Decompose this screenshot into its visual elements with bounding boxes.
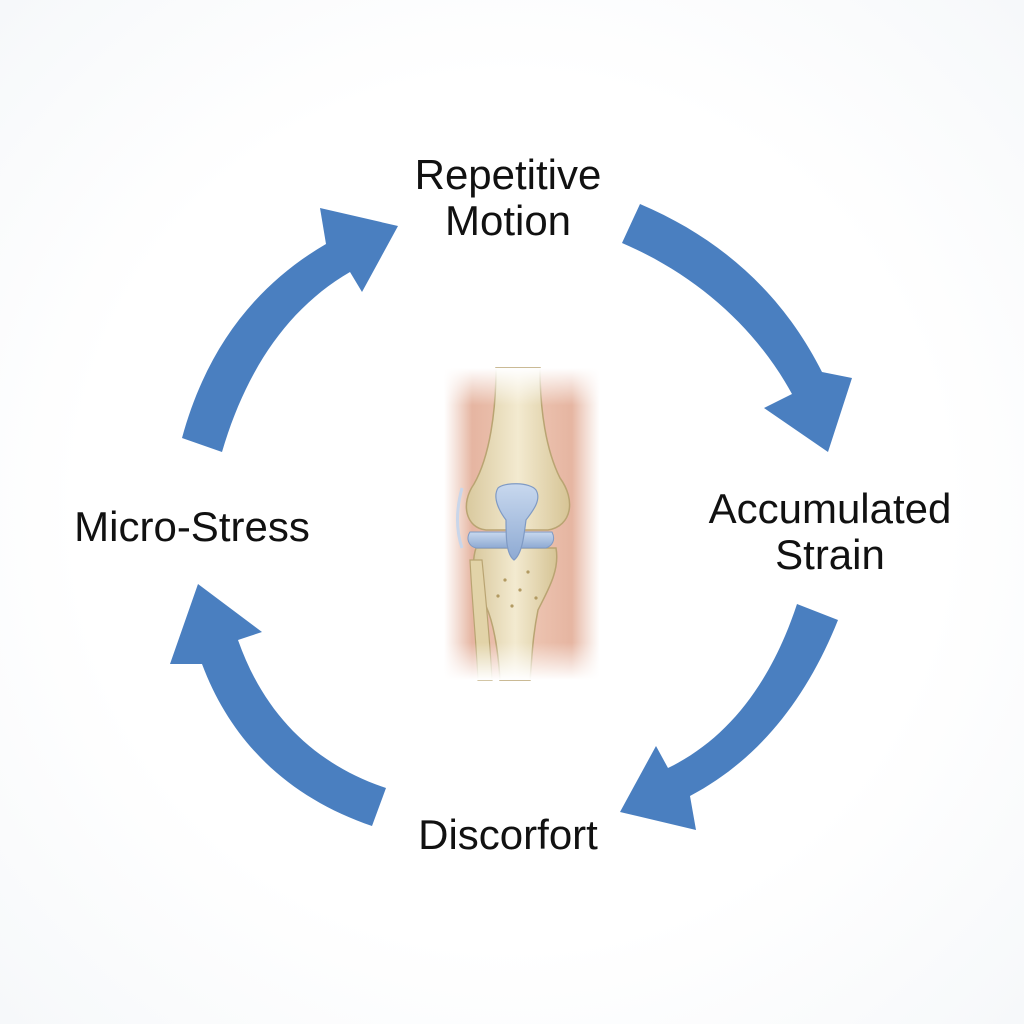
step-accumulated-strain-line2: Strain [775,531,885,578]
step-accumulated-strain: Accumulated Strain [680,486,980,578]
step-discomfort: Discorfort [368,812,648,858]
step-accumulated-strain-line1: Accumulated [708,485,952,532]
step-discomfort-line1: Discorfort [418,811,598,858]
step-micro-stress: Micro-Stress [40,504,344,550]
step-micro-stress-line1: Micro-Stress [74,503,310,550]
arrow-top-left [182,208,398,452]
arrow-bottom-left [170,584,386,826]
step-repetitive-motion: Repetitive Motion [368,152,648,244]
arrow-top-right [622,204,852,452]
knee-joint-illustration [444,367,600,681]
arrow-bottom-right [620,604,838,830]
step-repetitive-motion-line1: Repetitive [414,151,602,198]
step-repetitive-motion-line2: Motion [444,197,572,244]
